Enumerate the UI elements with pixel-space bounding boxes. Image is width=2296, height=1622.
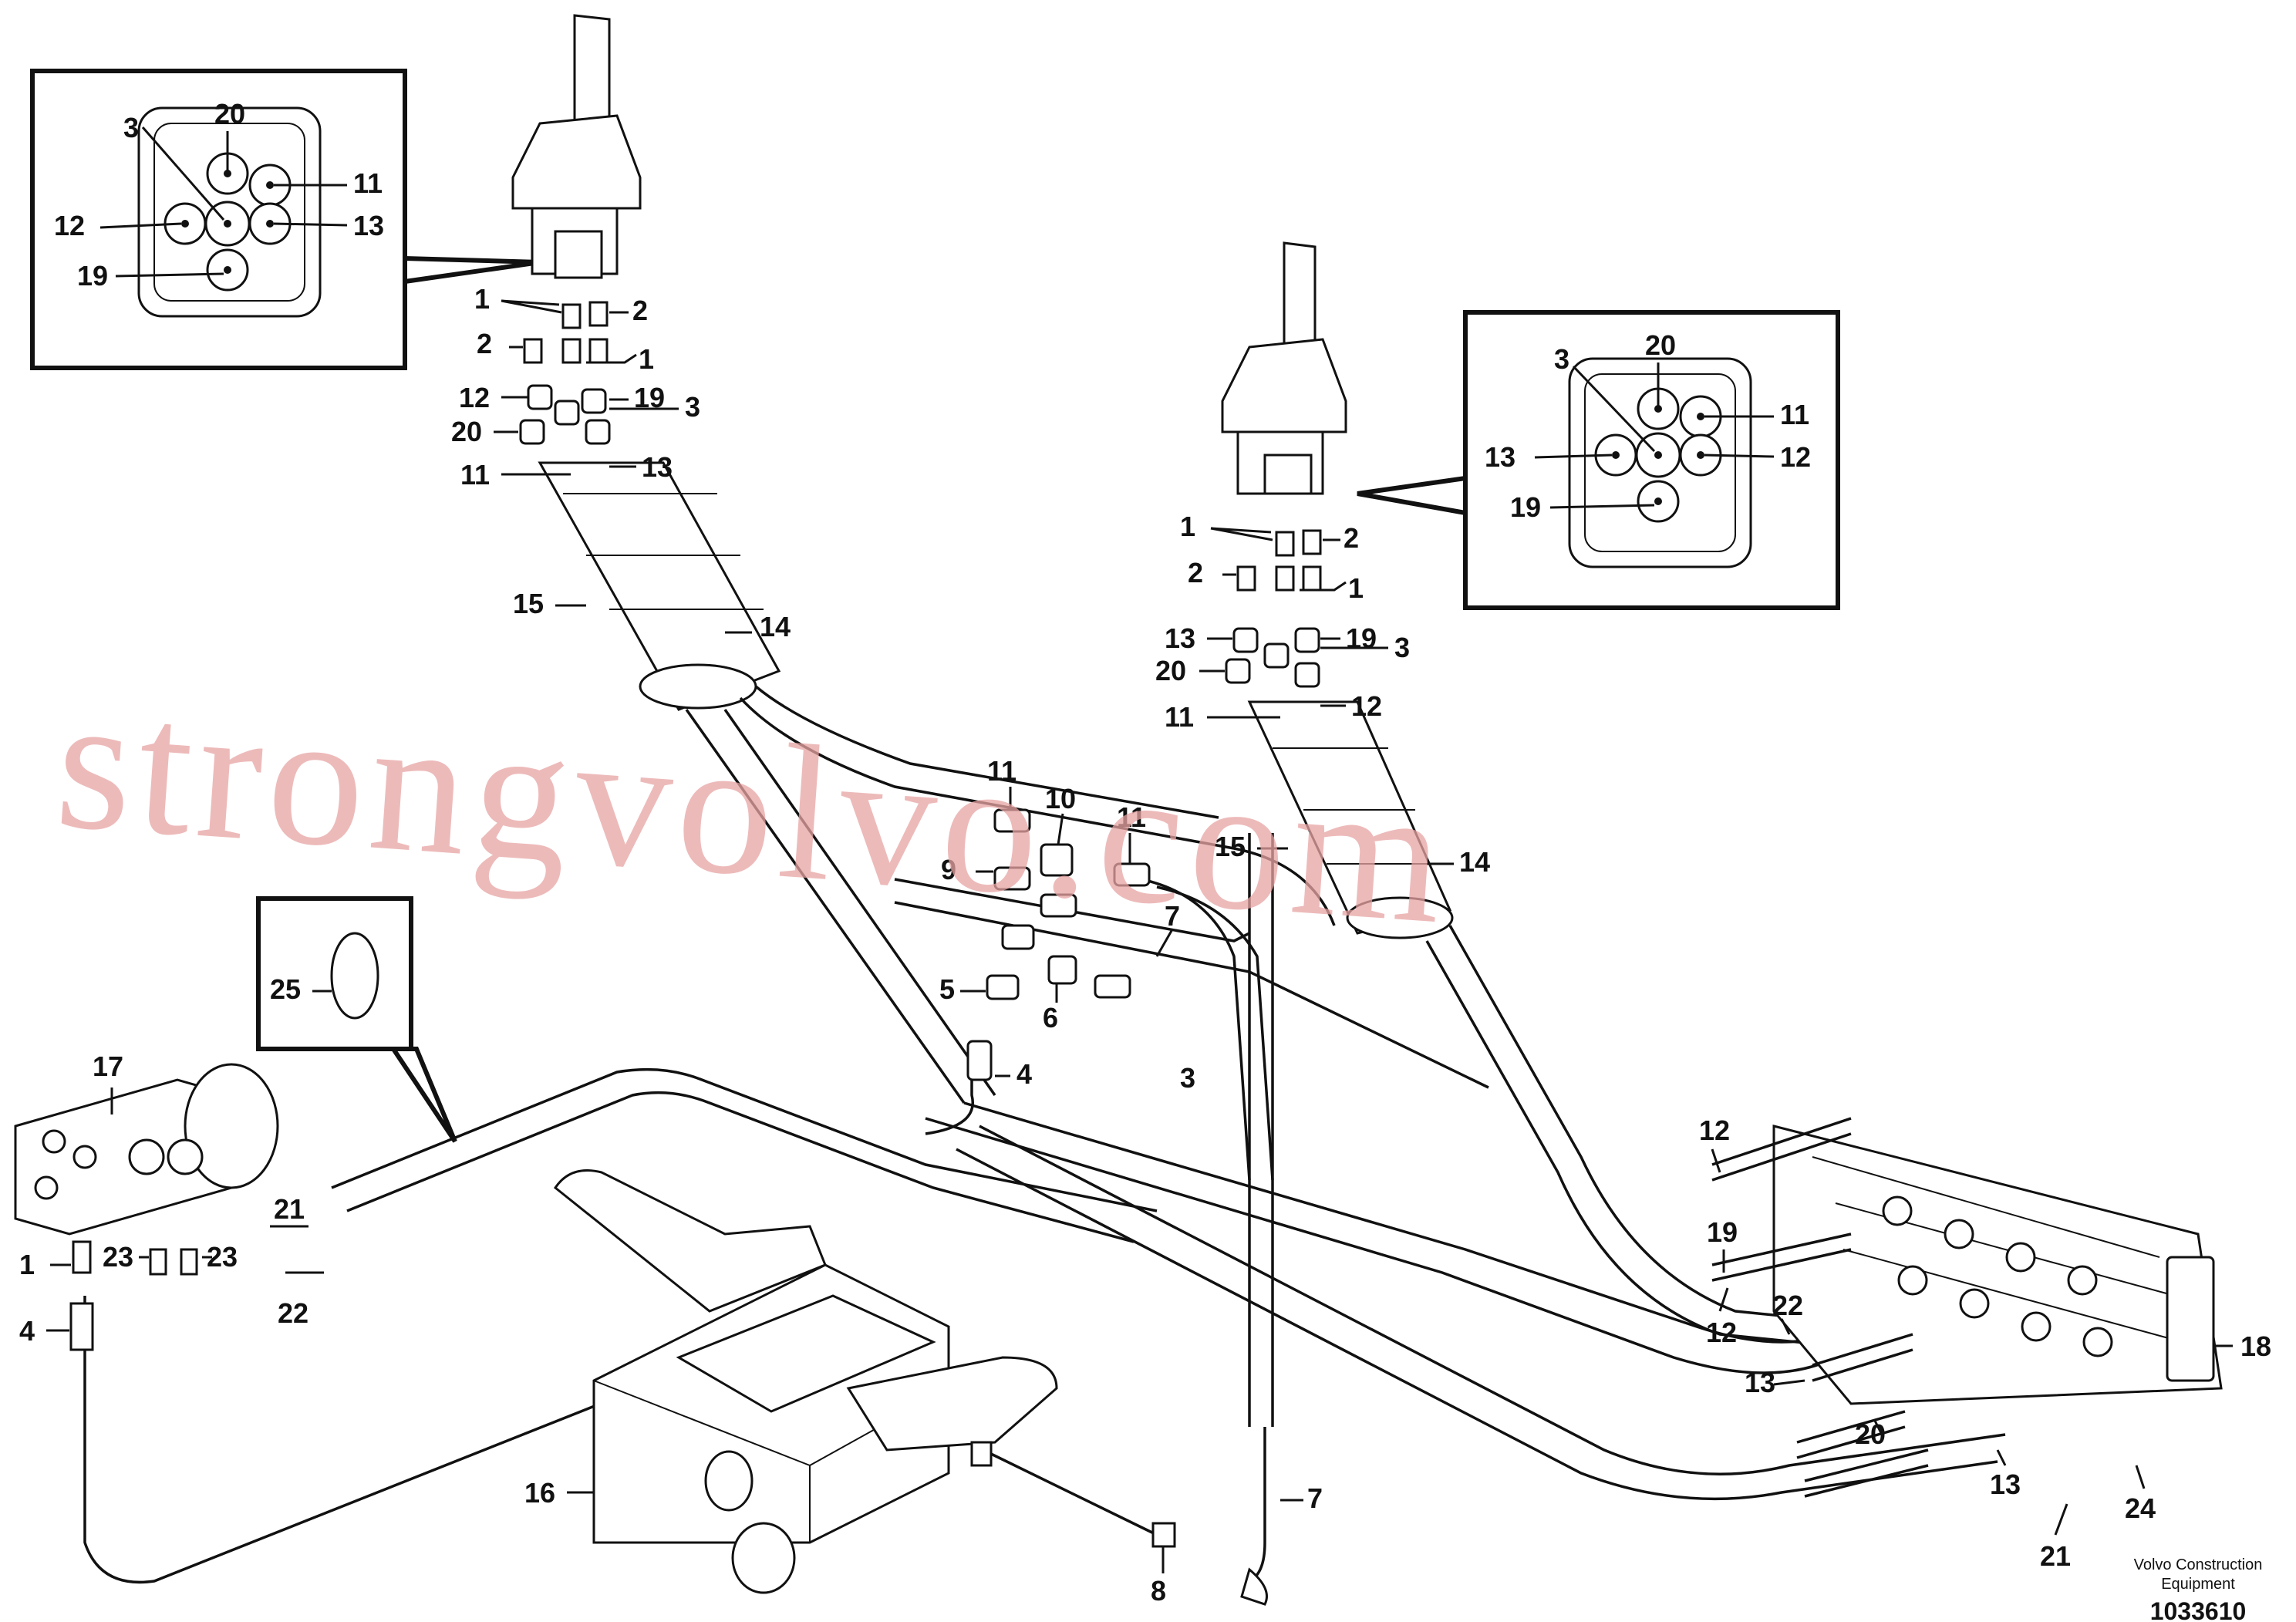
label-22a: 22	[278, 1297, 308, 1329]
inset-left-label-11: 11	[353, 167, 383, 199]
label-11c: 11	[987, 755, 1017, 787]
label-7b: 7	[1307, 1482, 1323, 1514]
label-12c: 12	[1699, 1114, 1730, 1146]
label-14b: 14	[1459, 846, 1490, 878]
label-20a: 20	[451, 416, 482, 447]
label-15a: 15	[513, 588, 544, 619]
inset-left-label-20: 20	[214, 98, 245, 130]
label-21b: 21	[2040, 1540, 2071, 1572]
inset-right-joystick-ports: 20 3 11 13 12 19	[1357, 310, 1840, 610]
label-6: 6	[1043, 1002, 1058, 1034]
label-25: 25	[270, 973, 301, 1005]
label-14a: 14	[760, 611, 791, 642]
right-joystick: 1 2 2 1 13 19 3 20 12 11 15 14	[1155, 241, 1490, 939]
valve-block: 17 21 22 23 23 1 4	[14, 1050, 324, 1351]
label-1c: 1	[1180, 511, 1195, 542]
label-2a: 2	[632, 295, 648, 326]
label-4a: 4	[1017, 1058, 1032, 1090]
label-2d: 2	[1188, 557, 1203, 588]
label-20b: 20	[1155, 655, 1186, 686]
inset-right-label-19: 19	[1510, 491, 1541, 523]
label-19c: 19	[1707, 1216, 1738, 1248]
label-21a: 21	[274, 1193, 305, 1225]
label-13d: 13	[1990, 1469, 2021, 1500]
inset-left-label-13: 13	[353, 210, 384, 241]
label-22b: 22	[1772, 1290, 1803, 1321]
inset-left-label-3: 3	[123, 112, 139, 143]
left-joystick: 1 2 2 1 12 19 3 20 11 13 15 14	[451, 14, 791, 711]
label-23b: 23	[207, 1241, 238, 1273]
label-7a: 7	[1165, 900, 1180, 932]
inset-right-label-11: 11	[1780, 399, 1809, 430]
brand-line-1: Volvo Construction	[2134, 1556, 2263, 1573]
label-13a: 13	[642, 451, 673, 483]
label-20c: 20	[1855, 1418, 1886, 1450]
control-valve: 12 19 12 22 13 20 13 21 24 18	[1699, 1114, 2271, 1572]
label-12a: 12	[459, 382, 490, 413]
label-3c: 3	[1180, 1062, 1195, 1094]
label-18: 18	[2240, 1330, 2271, 1362]
label-16: 16	[524, 1477, 555, 1509]
label-10: 10	[1045, 783, 1076, 814]
brand-line-2: Equipment	[2161, 1576, 2235, 1593]
inset-right-label-3: 3	[1554, 343, 1569, 375]
inset-right-label-13: 13	[1485, 441, 1515, 473]
label-1d: 1	[1348, 572, 1364, 604]
inset-left-label-12: 12	[54, 210, 85, 241]
center-fittings: 11 10 11 9 7 5 6 4 3	[939, 755, 1195, 1094]
cable-tie-inset: 25	[256, 896, 457, 1143]
inset-right-label-12: 12	[1780, 441, 1811, 473]
label-12d: 12	[1706, 1317, 1737, 1348]
label-3b: 3	[1394, 632, 1410, 663]
label-13b: 13	[1165, 622, 1195, 654]
label-24: 24	[2125, 1492, 2156, 1524]
label-1e: 1	[19, 1249, 35, 1280]
label-12b: 12	[1351, 690, 1382, 722]
pilot-tank: 16 8 7	[524, 1169, 1323, 1607]
label-19a: 19	[634, 382, 665, 413]
label-13c: 13	[1745, 1367, 1775, 1398]
label-1b: 1	[639, 343, 654, 375]
label-8: 8	[1151, 1575, 1166, 1607]
label-19b: 19	[1346, 622, 1377, 654]
label-3a: 3	[685, 391, 700, 423]
label-1a: 1	[474, 283, 490, 315]
label-4b: 4	[19, 1315, 35, 1347]
label-17: 17	[93, 1050, 123, 1082]
label-11a: 11	[460, 459, 490, 491]
inset-left-label-19: 19	[77, 260, 108, 292]
label-5: 5	[939, 973, 955, 1005]
inset-left-joystick-ports: 20 3 11 12 13 19	[30, 69, 541, 370]
label-2c: 2	[1344, 522, 1359, 554]
figure-number: 1033610	[2150, 1597, 2247, 1622]
label-9: 9	[941, 854, 956, 885]
label-11d: 11	[1117, 801, 1146, 833]
inset-right-label-20: 20	[1645, 329, 1676, 361]
label-23a: 23	[103, 1241, 133, 1273]
label-2b: 2	[477, 328, 492, 359]
label-11b: 11	[1165, 701, 1194, 733]
